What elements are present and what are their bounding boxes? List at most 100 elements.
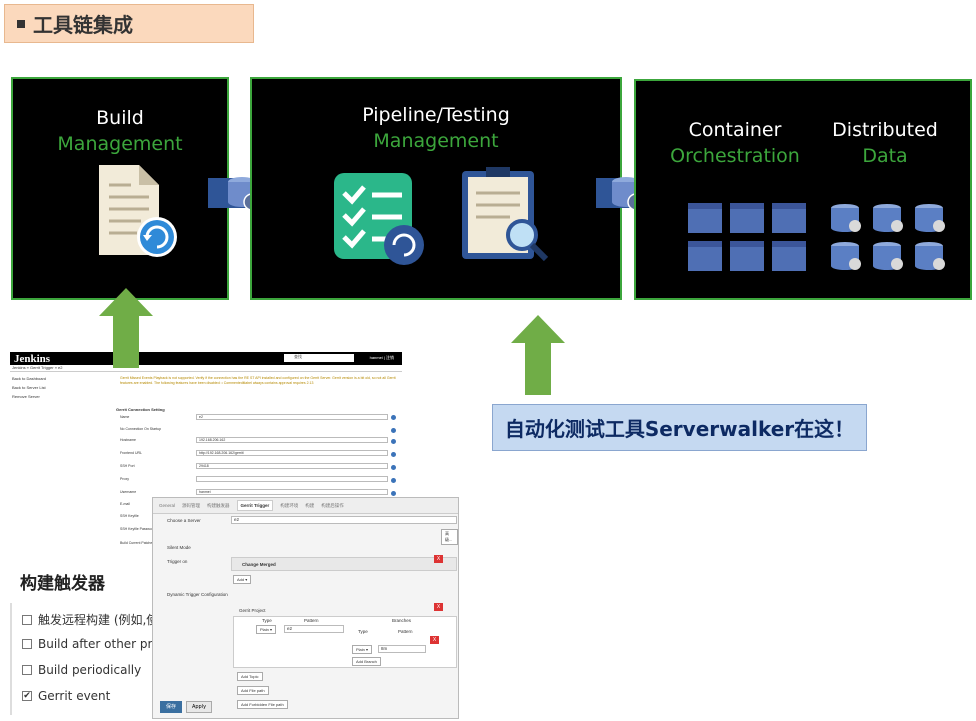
type-select[interactable]: Plain ▾ [256, 625, 277, 634]
database-sync-icon [873, 242, 903, 270]
add-dropdown[interactable]: Add ▾ [233, 575, 252, 584]
green-up-arrow-icon-2 [511, 315, 565, 395]
tab-env[interactable]: 构建环境 [280, 502, 299, 508]
field-label: Proxy [120, 477, 129, 481]
delete-icon[interactable]: X [430, 636, 439, 644]
name-input[interactable]: e2 [196, 414, 388, 420]
trigger-label: Build after other project [38, 637, 182, 651]
username-input[interactable]: hanmei [196, 489, 388, 495]
database-sync-icon [873, 204, 903, 232]
database-sync-icon [915, 204, 945, 232]
add-branch-button[interactable]: Add Branch [352, 657, 381, 666]
database-sync-icon [831, 242, 861, 270]
sidebar-item-server-list[interactable]: Back to Server List [12, 385, 46, 390]
add-label: Add [237, 577, 245, 582]
container-data-panel: Container Orchestration Distributed Data [634, 79, 972, 300]
container-box-icon [688, 203, 722, 233]
panel-2-line1: Pipeline/Testing [362, 104, 510, 126]
field-label: SSH Port [120, 464, 135, 468]
field-label: Username [120, 490, 137, 494]
breadcrumb-item[interactable]: e2 [58, 365, 63, 370]
tab-general[interactable]: General [159, 503, 176, 508]
bullet-square-icon [17, 19, 25, 28]
help-icon[interactable] [391, 415, 396, 420]
jenkins-search-input[interactable]: 查找 [284, 354, 354, 362]
help-icon[interactable] [391, 439, 396, 444]
apply-button[interactable]: Apply [186, 701, 212, 713]
add-topic-button[interactable]: Add Topic [237, 672, 263, 681]
help-icon[interactable] [391, 478, 396, 483]
slide-title-box: 工具链集成 [4, 4, 254, 43]
trigger-periodically[interactable]: Build periodically [22, 663, 141, 677]
help-icon[interactable] [391, 491, 396, 496]
trigger-label: 触发远程构建 (例如,使用 [38, 613, 171, 627]
gerrit-project-label: Gerrit Project [239, 608, 266, 613]
add-file-path-button[interactable]: Add File path [237, 686, 269, 695]
breadcrumb-item[interactable]: Jenkins [12, 365, 26, 370]
field-label: SSH Keyfile Password [120, 527, 156, 531]
container-box-icon [772, 241, 806, 271]
jenkins-logout-link[interactable]: 注销 [386, 355, 394, 360]
proxy-input[interactable] [196, 476, 388, 482]
branch-pattern-input[interactable]: 8m [378, 645, 426, 653]
tab-scm[interactable]: 源码管理 [182, 502, 201, 508]
database-grid [830, 203, 948, 271]
panel-3-line2: Orchestration [670, 145, 800, 167]
trigger-after-other[interactable]: Build after other project [22, 637, 182, 651]
help-icon[interactable] [391, 465, 396, 470]
breadcrumb-item[interactable]: Gerrit Trigger [30, 365, 54, 370]
checklist-sync-icon [334, 173, 424, 265]
checkbox[interactable] [22, 639, 32, 649]
dynamic-label: Dynamic Trigger Configuration [167, 592, 228, 597]
trigger-label: Gerrit event [38, 689, 111, 703]
container-box-icon [688, 241, 722, 271]
jenkins-sidebar: Back to Dashboard Back to Server List Re… [10, 376, 402, 399]
container-box-icon [730, 241, 764, 271]
tab-gerrit-trigger[interactable]: Gerrit Trigger [236, 500, 274, 511]
checkbox[interactable] [22, 665, 32, 675]
trigger-label: Build periodically [38, 663, 142, 677]
tab-post-build[interactable]: 构建后操作 [321, 502, 344, 508]
frontend-url-input[interactable]: http://192.168.206.162/gerrit/ [196, 450, 388, 456]
delete-icon[interactable]: X [434, 555, 443, 563]
project-pattern-input[interactable]: e2 [284, 625, 344, 633]
tab-triggers[interactable]: 构建触发器 [207, 502, 230, 508]
hostname-input[interactable]: 192.168.206.162 [196, 437, 388, 443]
tab-build[interactable]: 构建 [305, 502, 315, 508]
plain-label: Plain [260, 627, 269, 632]
pipeline-testing-panel: Pipeline/Testing Management [250, 77, 622, 300]
sidebar-item-remove-server[interactable]: Remove Server [12, 394, 40, 399]
help-icon[interactable] [391, 428, 396, 433]
advanced-button[interactable]: 高级... [441, 529, 458, 545]
field-label: Hostname [120, 438, 136, 442]
save-button[interactable]: 保存 [160, 701, 182, 713]
plain-label: Plain [356, 647, 365, 652]
branch-type-select[interactable]: Plain ▾ [352, 645, 373, 654]
jenkins-warning-text: Gerrit Missed Events Playback is not sup… [120, 376, 396, 385]
jenkins-logo[interactable]: Jenkins [14, 352, 51, 365]
delete-icon[interactable]: X [434, 603, 443, 611]
trigger-remote[interactable]: 触发远程构建 (例如,使用 [22, 611, 170, 628]
trigger-gerrit-event[interactable]: ✔ Gerrit event [22, 689, 110, 703]
build-management-panel: Build Management [11, 77, 229, 300]
connection-setting-heading: Gerrit Connection Setting [116, 407, 165, 412]
add-forbidden-path-button[interactable]: Add Forbidden File path [237, 700, 288, 709]
gerrit-trigger-config: General 源码管理 构建触发器 Gerrit Trigger 构建环境 构… [152, 497, 459, 719]
server-select[interactable]: e2 [231, 516, 457, 524]
field-label: Name [120, 415, 130, 419]
field-label: No Connection On Startup [120, 427, 162, 431]
choose-server-label: Choose a Server [167, 518, 201, 523]
jenkins-user-link[interactable]: hanmei [369, 355, 383, 360]
ssh-port-input[interactable]: 29418 [196, 463, 388, 469]
help-icon[interactable] [391, 452, 396, 457]
checkbox[interactable] [22, 614, 32, 625]
clipboard-search-icon [462, 167, 549, 262]
serverwalker-callout: 自动化测试工具Serverwalker在这！ [492, 404, 867, 451]
callout-text: 自动化测试工具Serverwalker在这！ [504, 417, 855, 441]
container-box-icon [730, 203, 764, 233]
branch-col-pattern: Pattern [398, 629, 413, 634]
sidebar-item-dashboard[interactable]: Back to Dashboard [12, 376, 47, 381]
field-label: Build Current Patches [120, 541, 155, 545]
container-box-grid [688, 203, 806, 271]
checkbox-checked[interactable]: ✔ [22, 691, 32, 701]
